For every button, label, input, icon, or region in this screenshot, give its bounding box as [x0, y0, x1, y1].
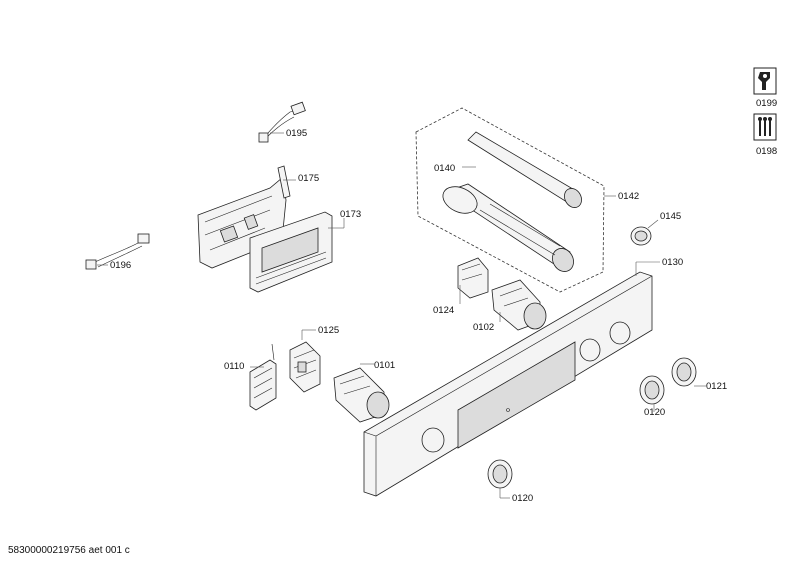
label-0102: 0102 — [473, 322, 494, 333]
assembly-group-outline-0142 — [415, 107, 605, 293]
label-0124: 0124 — [433, 305, 454, 316]
control-panel-0130[interactable] — [363, 271, 653, 497]
label-0125: 0125 — [318, 325, 339, 336]
label-0173: 0173 — [340, 209, 361, 220]
document-id: 58300000219756 aet 001 c — [8, 545, 130, 556]
motor-assembly-0140[interactable] — [439, 131, 585, 275]
label-0196: 0196 — [110, 260, 131, 271]
module-0125[interactable] — [289, 341, 321, 393]
ring-0121[interactable] — [671, 357, 697, 387]
label-0121: 0121 — [706, 381, 727, 392]
label-0130: 0130 — [662, 257, 683, 268]
label-0195: 0195 — [286, 128, 307, 139]
service-icon-label: 0199 — [756, 98, 777, 109]
board-0110[interactable] — [249, 343, 277, 411]
label-0110: 0110 — [224, 361, 244, 372]
label-0175: 0175 — [298, 173, 319, 184]
service-icon[interactable] — [753, 67, 777, 95]
switch-0124[interactable] — [457, 257, 489, 299]
cap-0145[interactable] — [630, 226, 652, 246]
screws-icon[interactable] — [753, 113, 777, 141]
screws-icon-label: 0198 — [756, 146, 777, 157]
knob-housing-0102[interactable] — [491, 279, 547, 331]
label-0140: 0140 — [434, 163, 455, 174]
ring-0120-right[interactable] — [639, 375, 665, 405]
ring-0120-bottom[interactable] — [487, 459, 513, 489]
label-0120-right: 0120 — [644, 407, 665, 418]
knob-0101[interactable] — [333, 367, 390, 423]
display-board-0173[interactable] — [249, 211, 333, 293]
label-0145: 0145 — [660, 211, 681, 222]
cable-harness-0195[interactable] — [258, 101, 306, 143]
label-0120-bottom: 0120 — [512, 493, 533, 504]
label-0142: 0142 — [618, 191, 639, 202]
label-0101: 0101 — [374, 360, 395, 371]
